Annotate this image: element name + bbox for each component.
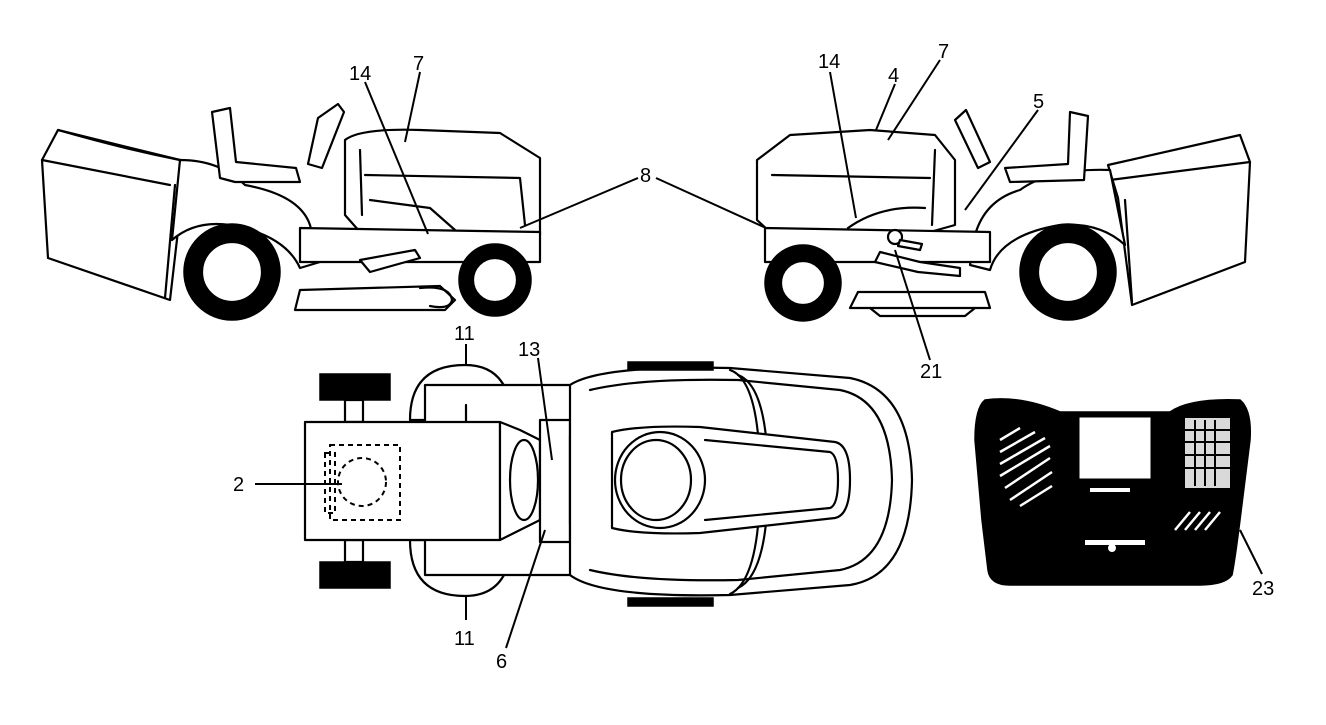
callout-8: 8: [640, 165, 651, 187]
steering-wheel-right: [953, 108, 992, 170]
seat-left: [210, 106, 302, 184]
callout-right-7: 7: [938, 41, 949, 63]
callout-right-4: 4: [888, 65, 899, 87]
rear-panel-view: [974, 398, 1252, 586]
panel-window: [1079, 417, 1151, 479]
cup-holder-outline: [337, 457, 387, 507]
callout-right-14: 14: [818, 51, 840, 73]
callout-top-2: 2: [233, 474, 244, 496]
steering-wheel-left: [306, 102, 346, 170]
rear-wheel-top: [319, 373, 391, 401]
mower-top-view: [303, 361, 914, 607]
panel-grid: [1185, 418, 1230, 488]
callout-left-7: 7: [413, 53, 424, 75]
callout-top-11-upper: 11: [454, 323, 475, 345]
callout-top-11-lower: 11: [454, 628, 475, 650]
callout-top-6: 6: [496, 651, 507, 673]
callout-left-14: 14: [349, 63, 371, 85]
grass-bag-right: [1106, 133, 1252, 307]
hood-left: [343, 128, 542, 242]
callout-right-5: 5: [1033, 91, 1044, 113]
console-top-view: [538, 418, 572, 544]
rear-wheel-bottom: [319, 561, 391, 589]
callout-panel-23: 23: [1252, 578, 1274, 600]
mower-left-side-view: [40, 102, 542, 321]
steering-wheel-top: [613, 430, 707, 530]
lever-knob-right: [886, 228, 904, 246]
seat-right: [1003, 110, 1090, 184]
mower-right-side-view: [755, 108, 1252, 322]
seat-back-top-view: [508, 438, 540, 522]
callout-labels: 14 7 8 14 4 7 5 21 11 13 2 11 6 23: [233, 41, 1274, 673]
mower-deck-right: [848, 290, 992, 310]
callout-right-21: 21: [920, 361, 942, 383]
leader-lines: [255, 59, 1263, 649]
callout-top-13: 13: [518, 339, 540, 361]
